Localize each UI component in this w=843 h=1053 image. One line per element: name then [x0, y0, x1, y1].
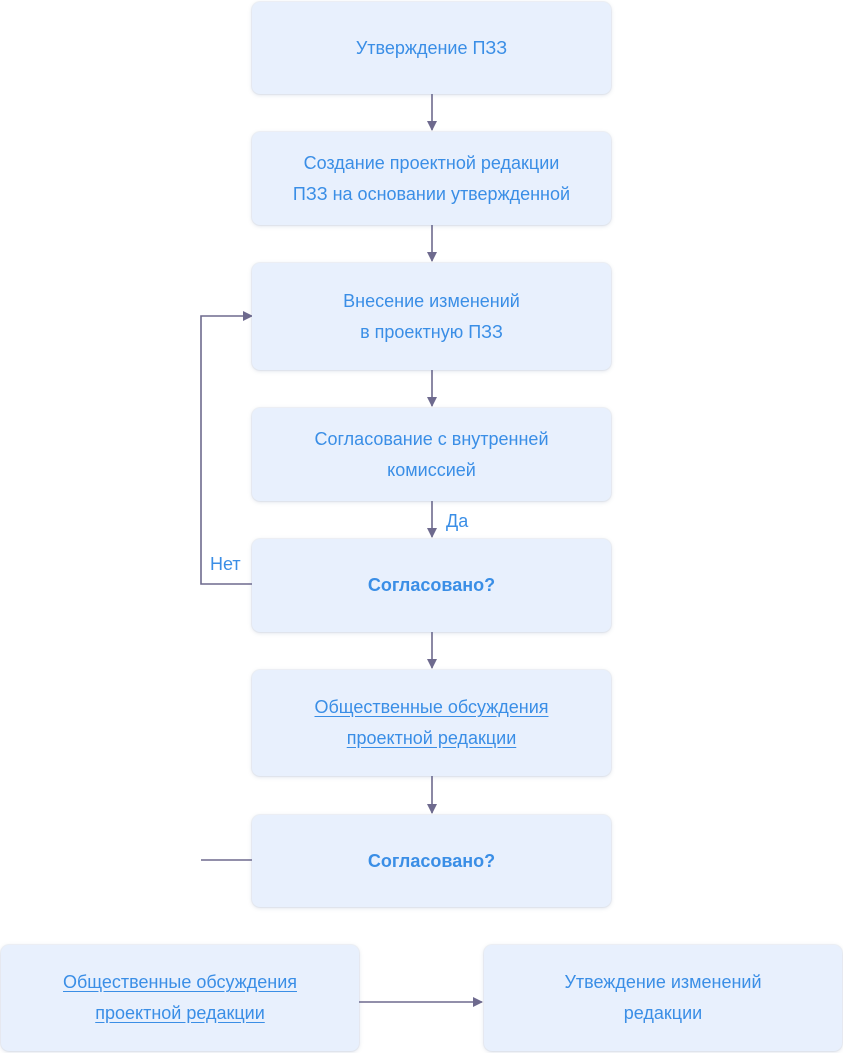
label-no: Нет — [210, 554, 241, 574]
node-public-discussion-1[interactable]: Общественные обсуждения проектной редакц… — [252, 670, 611, 776]
node-label-line: Создание проектной редакции — [303, 152, 560, 173]
decision-label: Согласовано? — [367, 850, 496, 871]
node-internal-commission-approval: Согласование с внутренней комиссией — [252, 408, 611, 501]
node-link-line[interactable]: Общественные обсуждения — [63, 972, 297, 992]
node-label-line: редакции — [623, 1003, 703, 1023]
node-label-line: Согласование с внутренней — [314, 428, 549, 449]
node-create-project-edition: Создание проектной редакции ПЗЗ на основ… — [252, 132, 611, 225]
node-approval-pzz: Утверждение ПЗЗ — [252, 2, 611, 94]
node-label-line: Утвеждение изменений — [564, 972, 762, 992]
arrow-n5-no-loop-to-n3 — [200, 311, 253, 585]
node-public-discussion-2[interactable]: Общественные обсуждения проектной редакц… — [1, 945, 359, 1051]
node-label-line: Внесение изменений — [343, 290, 520, 311]
node-link-line[interactable]: проектной редакции — [95, 1003, 265, 1023]
node-link-line[interactable]: Общественные обсуждения — [314, 697, 549, 717]
decision-label: Согласовано? — [367, 575, 496, 595]
node-make-changes: Внесение изменений в проектную ПЗЗ — [252, 263, 611, 370]
node-label-line: ПЗЗ на основании утвержденной — [292, 183, 571, 204]
label-yes: Да — [446, 511, 469, 531]
node-label-line: комиссией — [387, 459, 476, 480]
decision-approved-2: Согласовано? — [252, 815, 611, 907]
node-approve-changes-edition: Утвеждение изменений редакции — [484, 945, 842, 1051]
node-label-line: Утверждение ПЗЗ — [355, 37, 508, 58]
node-label-line: в проектную ПЗЗ — [360, 321, 503, 342]
decision-approved-1: Согласовано? — [252, 539, 611, 632]
node-link-line[interactable]: проектной редакции — [346, 728, 517, 748]
